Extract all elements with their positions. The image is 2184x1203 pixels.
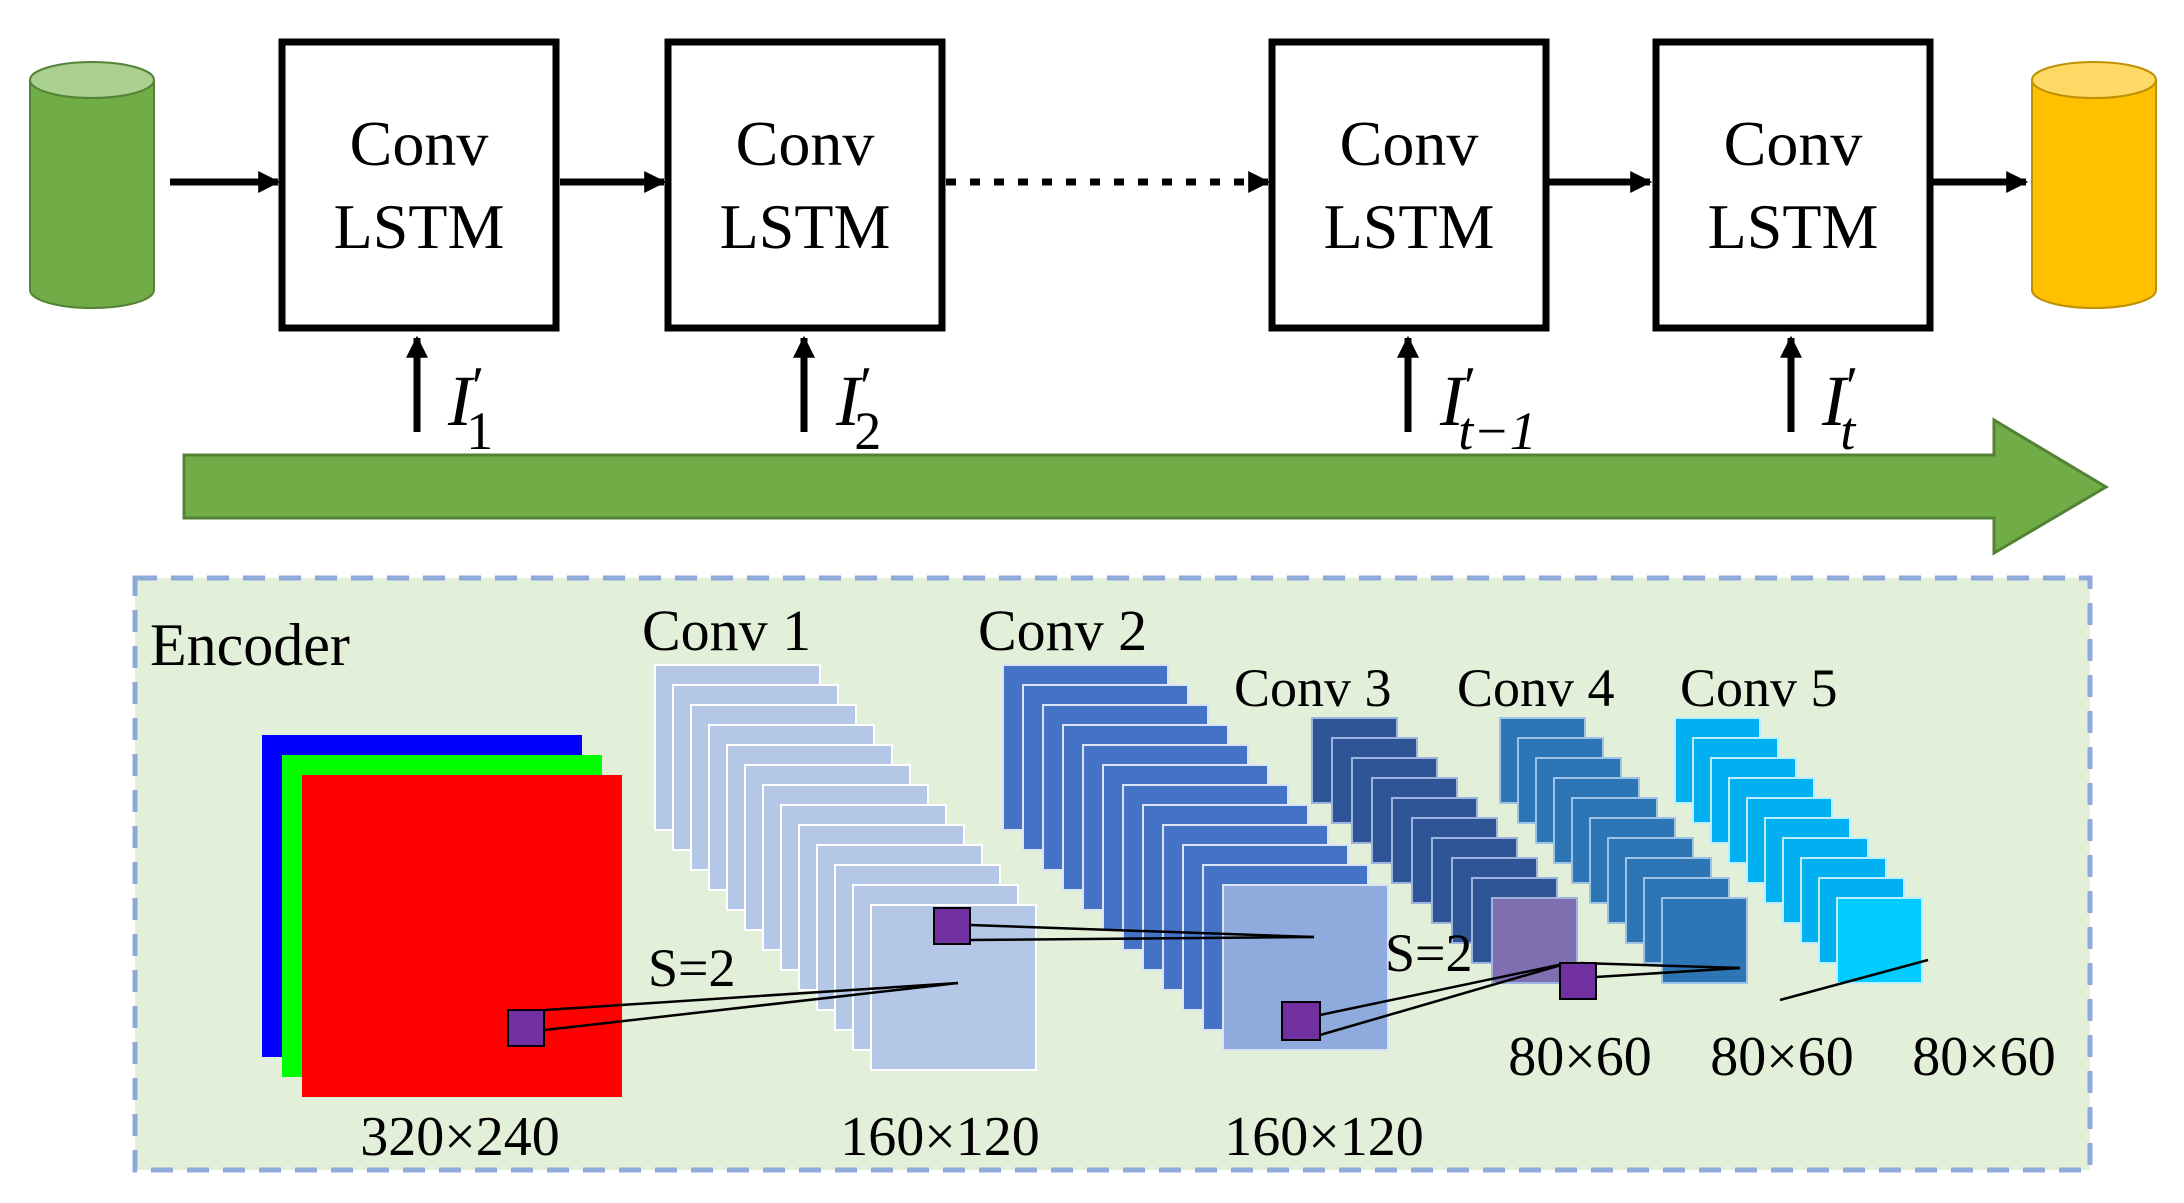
input-cylinder [29, 61, 155, 309]
rgb-input-stack [262, 735, 622, 1097]
input-4-prime: ′ [1846, 356, 1858, 418]
conv5-size-label: 80×60 [1912, 1026, 2056, 1088]
input-arrow-2: I′2 [793, 335, 881, 461]
cell-4-line2: LSTM [1708, 191, 1879, 262]
input-3-subscript: t−1 [1458, 401, 1536, 461]
svg-text:I′t: I′t [1821, 356, 1858, 461]
conv3-size-label: 80×60 [1508, 1026, 1652, 1088]
convlstm-cell-1: Conv LSTM [278, 38, 560, 332]
conv1-label: Conv 1 [642, 598, 811, 663]
convlstm-cell-3: Conv LSTM [1268, 38, 1550, 332]
output-cylinder [2031, 61, 2157, 309]
cell-3-line2: LSTM [1324, 191, 1495, 262]
cell-4-line1: Conv [1724, 108, 1863, 179]
input-arrow-1: I′1 [406, 335, 493, 461]
cell-1-line2: LSTM [334, 191, 505, 262]
input-3-prime: ′ [1464, 356, 1476, 418]
receptive-field-lines [544, 923, 1929, 1037]
input-arrow-4: I′t [1780, 335, 1858, 461]
input-4-symbol: I [1821, 361, 1849, 441]
conv2-label: Conv 2 [978, 598, 1147, 663]
kernel-conv3 [1559, 962, 1597, 1000]
kernel-conv1 [933, 907, 971, 945]
convlstm-cell-2: Conv LSTM [664, 38, 946, 332]
conv5-stack-map [1836, 897, 1923, 984]
input-1-prime: ′ [472, 356, 484, 418]
svg-text:I′1: I′1 [447, 356, 493, 461]
input-2-symbol: I [835, 361, 863, 441]
svg-text:I′t−1: I′t−1 [1439, 356, 1537, 461]
conv2-stack [1002, 664, 1389, 1051]
stride-label-1: S=2 [648, 938, 736, 998]
kernel-markers [507, 907, 1597, 1047]
kernel-input [507, 1009, 545, 1047]
conv1-size-label: 160×120 [840, 1106, 1040, 1168]
conv3-stack [1311, 717, 1578, 984]
encoder-title: Encoder [150, 612, 350, 678]
kernel-conv2 [1281, 1001, 1321, 1041]
time-arrow [182, 417, 2109, 556]
input-size-label: 320×240 [360, 1106, 560, 1168]
convlstm-cell-4: Conv LSTM [1652, 38, 1934, 332]
input-2-subscript: 2 [854, 401, 881, 461]
conv5-stack [1674, 717, 1923, 984]
cell-1-line1: Conv [350, 108, 489, 179]
conv2-size-label: 160×120 [1224, 1106, 1424, 1168]
input-4-subscript: t [1840, 401, 1857, 461]
input-2-prime: ′ [860, 356, 872, 418]
conv-layer-stacks [654, 664, 1923, 1071]
conv5-label: Conv 5 [1680, 658, 1838, 718]
cell-2-line1: Conv [736, 108, 875, 179]
cell-3-line1: Conv [1340, 108, 1479, 179]
input-1-subscript: 1 [466, 401, 493, 461]
input-arrow-3: I′t−1 [1397, 335, 1537, 461]
input-1-symbol: I [447, 361, 475, 441]
svg-text:I′2: I′2 [835, 356, 881, 461]
input-3-symbol: I [1439, 361, 1467, 441]
conv4-stack-map [1661, 897, 1748, 984]
stride-label-2: S=2 [1385, 923, 1473, 983]
cell-2-line2: LSTM [720, 191, 891, 262]
conv3-label: Conv 3 [1234, 658, 1392, 718]
conv4-label: Conv 4 [1457, 658, 1615, 718]
conv4-size-label: 80×60 [1710, 1026, 1854, 1088]
conv4-stack [1499, 717, 1748, 984]
